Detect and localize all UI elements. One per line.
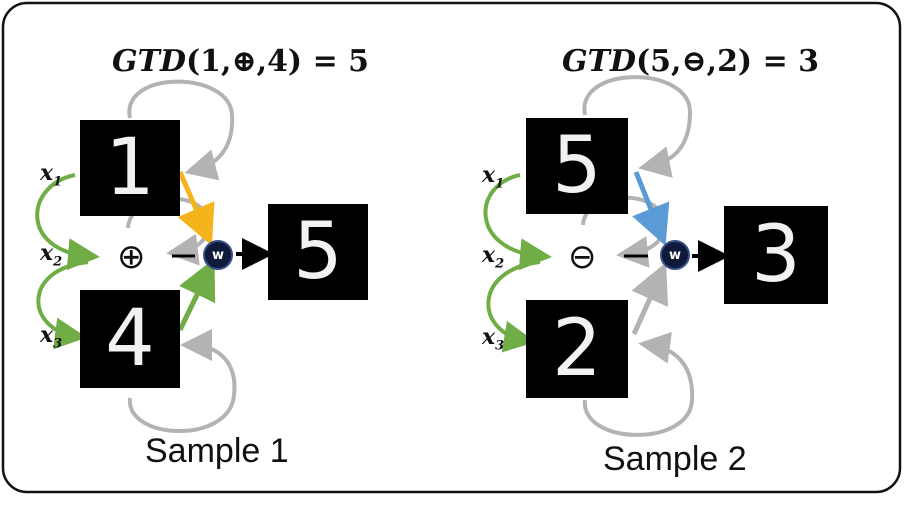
s1-top-loop-arrow bbox=[127, 79, 235, 181]
s2-output-digit: 3 bbox=[724, 206, 828, 304]
s2-operator: ⊖ bbox=[568, 237, 597, 277]
s1-w-node: w bbox=[203, 240, 233, 270]
s1-var-x1: x1 bbox=[40, 160, 63, 190]
s1-caption: Sample 1 bbox=[145, 432, 289, 470]
s1-input-bottom-label: 4 bbox=[105, 294, 155, 384]
s1-formula-eq: = 5 bbox=[302, 44, 370, 79]
s2-w-node: w bbox=[660, 240, 690, 270]
s1-formula-fn: GTD bbox=[112, 44, 186, 79]
s1-bottom-to-w-arrow bbox=[177, 258, 216, 332]
s2-output-label: 3 bbox=[751, 210, 801, 300]
s1-bottom-loop-arrow bbox=[127, 329, 237, 433]
s1-x2-x3-arrow bbox=[36, 260, 89, 350]
s1-x1-x2-arrow bbox=[35, 173, 100, 271]
s1-input-bottom-digit: 4 bbox=[80, 290, 180, 388]
s2-input-bottom-digit: 2 bbox=[526, 300, 628, 398]
s1-input-top-digit: 1 bbox=[80, 120, 180, 216]
s2-x2-x3-arrow bbox=[486, 260, 541, 353]
s2-input-top-digit: 5 bbox=[526, 118, 628, 214]
s1-input-top-label: 1 bbox=[105, 123, 155, 213]
s2-formula-fn: GTD bbox=[562, 44, 636, 79]
sample2-arrows bbox=[483, 75, 730, 437]
s2-input-top-label: 5 bbox=[552, 121, 602, 211]
s1-formula: GTD(1,⊕,4) = 5 bbox=[112, 40, 369, 84]
s2-caption: Sample 2 bbox=[603, 440, 747, 478]
s1-top-to-w-arrow bbox=[177, 171, 215, 246]
s2-var-x2: x2 bbox=[482, 242, 505, 272]
s2-top-to-w-arrow bbox=[632, 171, 670, 246]
s2-formula: GTD(5,⊖,2) = 3 bbox=[562, 40, 819, 84]
s2-x1-x2-arrow bbox=[483, 173, 552, 271]
s1-var-x2: x2 bbox=[40, 240, 63, 270]
s2-input-bottom-label: 2 bbox=[552, 304, 602, 394]
s2-top-loop-arrow bbox=[582, 75, 693, 178]
s2-formula-eq: = 3 bbox=[752, 44, 820, 79]
s1-var-x3: x3 bbox=[40, 322, 63, 352]
s1-output-digit: 5 bbox=[268, 204, 368, 300]
s2-var-x1: x1 bbox=[482, 162, 505, 192]
s2-var-x3: x3 bbox=[482, 324, 505, 354]
s1-output-label: 5 bbox=[293, 207, 343, 297]
s1-formula-args: (1,⊕,4) bbox=[185, 44, 303, 79]
s2-bottom-to-w-arrow bbox=[631, 262, 669, 336]
s2-bottom-loop-arrow bbox=[582, 331, 695, 437]
s2-formula-args: (5,⊖,2) bbox=[635, 44, 753, 79]
s1-operator: ⊕ bbox=[117, 237, 146, 277]
